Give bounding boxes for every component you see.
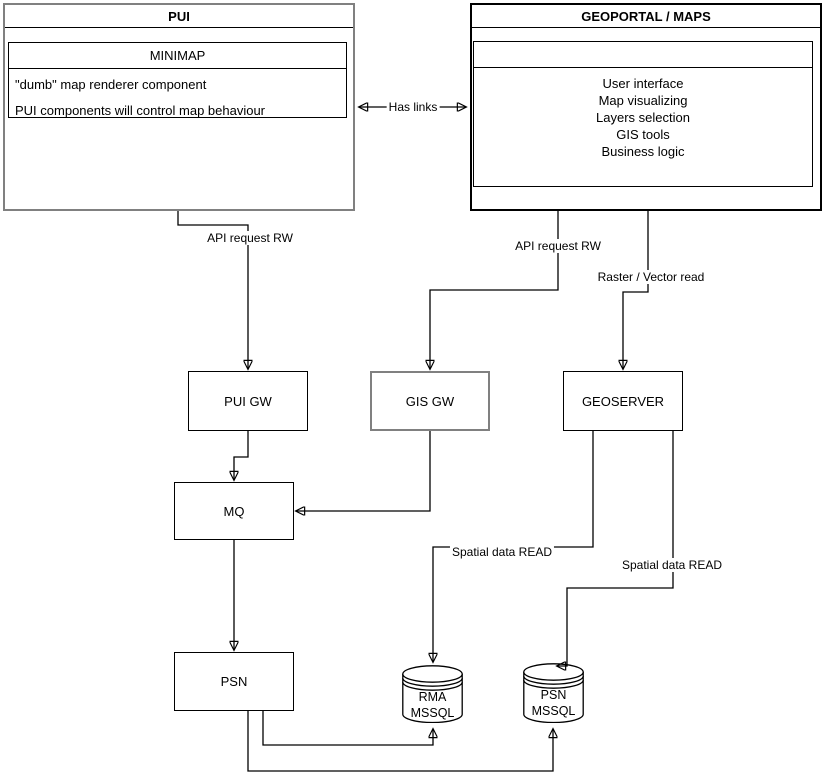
edge-label-spatial-data-read-psn: Spatial data READ [619,558,725,572]
feature-line: Layers selection [596,110,690,125]
geoportal-feature-list: User interface Map visualizing Layers se… [474,68,812,160]
feature-line: Map visualizing [598,93,688,108]
edge-label-api-request-rw-gis: API request RW [513,239,603,253]
minimap-body: "dumb" map renderer component PUI compon… [9,69,346,127]
pui-title: PUI [5,5,353,28]
node-gis-gw-label: GIS GW [405,393,455,409]
edge-label-spatial-data-read-rma: Spatial data READ [449,545,555,559]
edge-pui-gw-to-mq [234,431,249,480]
node-psn-label: PSN [220,674,248,689]
edge-psn-to-psn-db [247,711,553,772]
minimap-title: MINIMAP [9,43,346,69]
feature-line: GIS tools [616,127,670,142]
minimap-line: "dumb" map renderer component [15,77,207,92]
database-psn-label: PSN MSSQL [531,688,576,718]
node-geoserver-label: GEOSERVER [581,393,665,409]
minimap-box[interactable]: MINIMAP "dumb" map renderer component PU… [8,42,347,118]
edge-geoportal-to-gis-gw [430,211,559,369]
node-gis-gw[interactable]: GIS GW [370,371,490,431]
node-mq-label: MQ [223,503,245,519]
database-rma-label: RMA MSSQL [410,690,455,720]
node-pui-gw[interactable]: PUI GW [188,371,308,431]
database-psn-mssql[interactable]: PSN MSSQL [523,663,584,724]
geoportal-feature-box[interactable]: User interface Map visualizing Layers se… [473,41,813,187]
node-pui-gw-label: PUI GW [224,393,272,409]
database-cylinder-icon [523,663,584,724]
node-mq[interactable]: MQ [174,482,294,540]
edge-geoportal-to-geoserver [623,211,649,369]
edge-gis-gw-to-mq [296,431,431,511]
database-rma-mssql[interactable]: RMA MSSQL [402,665,463,724]
feature-line: Business logic [601,144,685,159]
edge-geoserver-to-psn-db [557,431,674,666]
node-psn[interactable]: PSN [174,652,294,711]
feature-line: User interface [602,76,684,91]
geoportal-title: GEOPORTAL / MAPS [472,5,820,28]
minimap-line: PUI components will control map behaviou… [15,103,266,118]
node-geoserver[interactable]: GEOSERVER [563,371,683,431]
edge-label-has-links: Has links [386,100,440,114]
database-cylinder-icon [402,665,463,724]
edge-label-raster-vector-read: Raster / Vector read [595,270,707,284]
geoportal-feature-header [474,42,812,68]
edge-label-api-request-rw-pui: API request RW [205,231,295,245]
